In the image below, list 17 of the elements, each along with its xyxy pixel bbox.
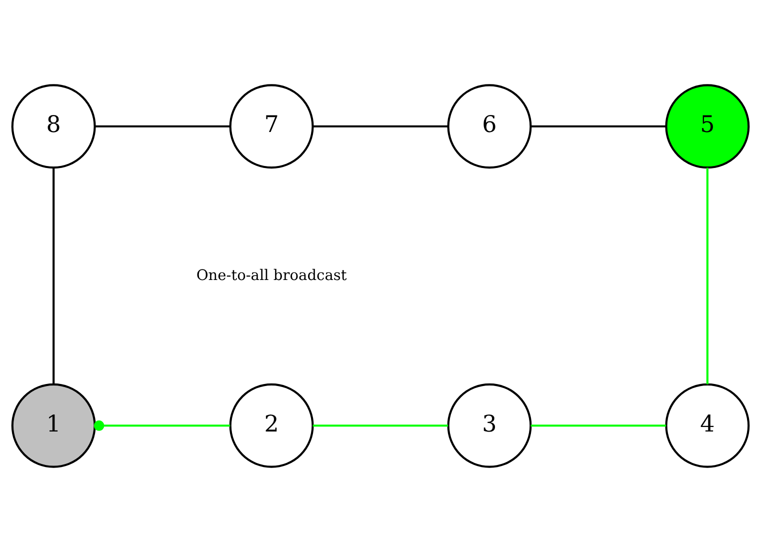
node-circle: 6 [447, 84, 532, 169]
node-circle: 1 [11, 383, 96, 468]
connector [530, 125, 666, 128]
node-circle: 5 [665, 84, 750, 169]
label: One-to-all broadcast [196, 266, 347, 284]
node-circle: 3 [447, 383, 532, 468]
connector [706, 168, 708, 384]
connector [94, 420, 230, 431]
connector [530, 424, 666, 427]
node-circle: 7 [229, 84, 314, 169]
node-circle: 4 [665, 383, 750, 468]
connector [52, 168, 55, 384]
connector [94, 125, 230, 128]
node-circle: 2 [229, 383, 314, 468]
node-circle: 8 [11, 84, 96, 169]
connector [312, 125, 448, 128]
connector [312, 424, 448, 427]
